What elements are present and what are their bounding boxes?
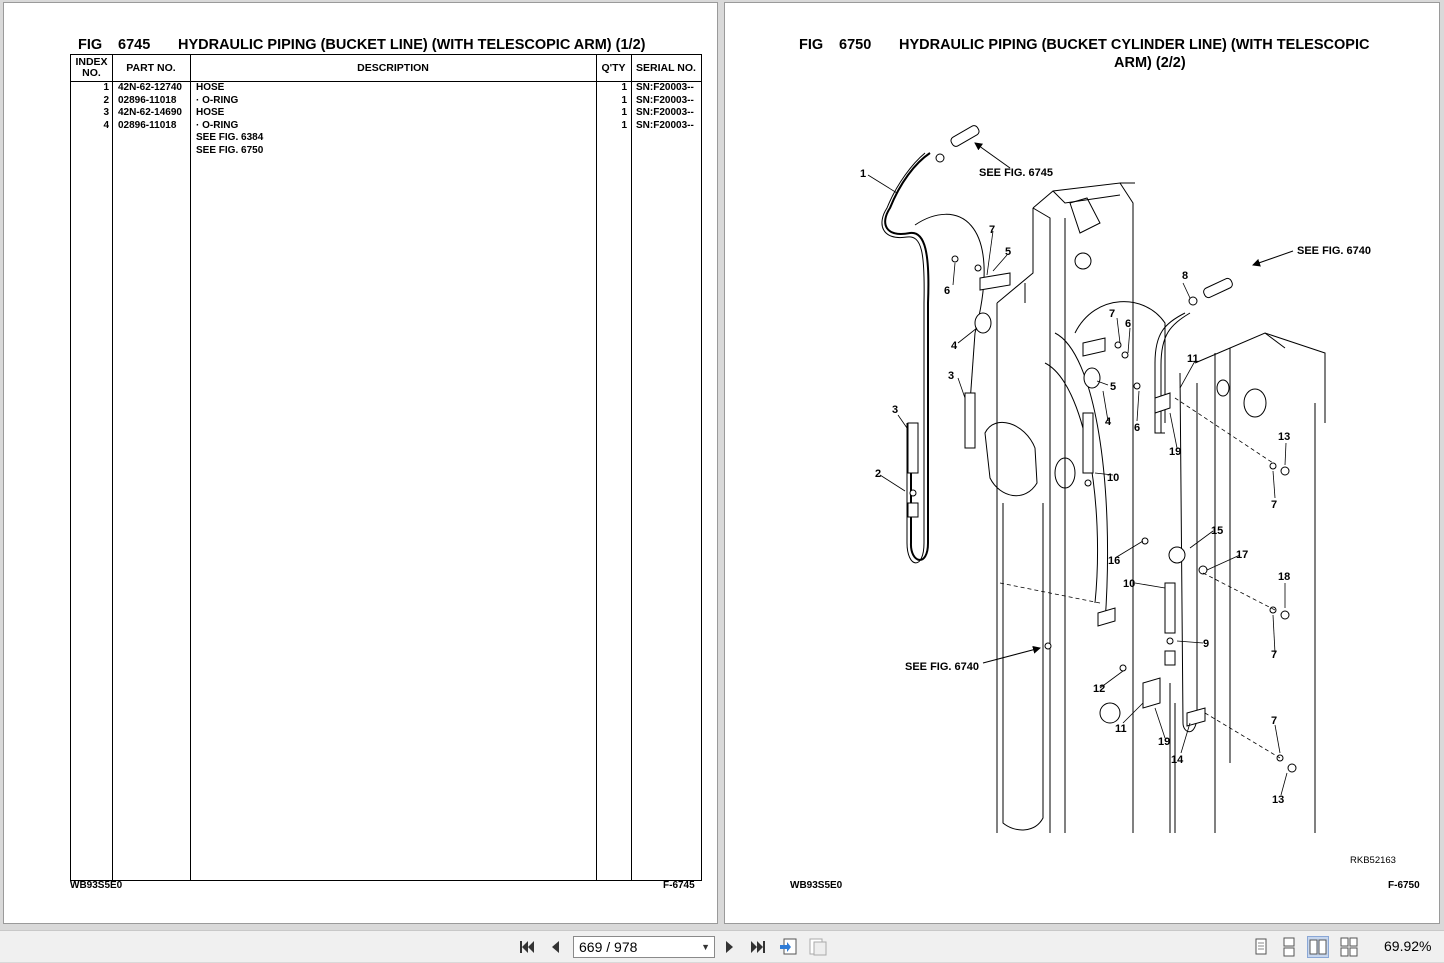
callout-2: 2	[875, 468, 881, 480]
first-page-icon[interactable]	[517, 937, 537, 957]
single-page-view-icon[interactable]	[1250, 936, 1272, 958]
callout-14: 14	[1171, 754, 1184, 766]
callout-5: 5	[1005, 246, 1011, 258]
callout-18: 18	[1278, 571, 1290, 583]
callout-11: 11	[1187, 353, 1199, 365]
header-qty: Q'TY	[601, 61, 626, 74]
drawing-code: RKB52163	[1350, 855, 1396, 866]
callout-8: 8	[1182, 270, 1188, 282]
fig-number: 6750	[839, 37, 872, 53]
callout-see-fig-6745: SEE FIG. 6745	[979, 167, 1053, 179]
fig-label: FIG	[799, 37, 824, 53]
right-page: FIG 6750 HYDRAULIC PIPING (BUCKET CYLINDER…	[724, 2, 1440, 924]
chevron-down-icon[interactable]: ▼	[701, 942, 710, 952]
right-footer-page: F-6750	[1388, 880, 1420, 891]
page-number-input[interactable]: 669 / 978 ▼	[573, 936, 715, 958]
callout-6: 6	[1134, 422, 1140, 434]
fig-title-line2: ARM) (2/2)	[1114, 55, 1186, 71]
header-part-no: PART NO.	[126, 61, 176, 74]
callout-10: 10	[1107, 472, 1119, 484]
left-footer-page: F-6745	[663, 880, 695, 891]
table-row: SEE FIG. 6750	[196, 145, 264, 156]
callout-4: 4	[951, 340, 958, 352]
callout-10: 10	[1123, 578, 1135, 590]
facing-view-icon[interactable]	[1307, 936, 1329, 958]
callout-12: 12	[1093, 683, 1105, 695]
callout-see-fig-6740-bottom: SEE FIG. 6740	[905, 661, 979, 673]
fig-label: FIG	[78, 37, 103, 53]
callout-4: 4	[1105, 416, 1112, 428]
previous-view-icon[interactable]	[779, 937, 799, 957]
callout-5: 5	[1110, 381, 1116, 393]
callout-7: 7	[1271, 715, 1277, 727]
callout-19: 19	[1169, 446, 1181, 458]
continuous-facing-view-icon[interactable]	[1338, 936, 1360, 958]
callout-16: 16	[1108, 555, 1120, 567]
callout-9: 9	[1203, 638, 1209, 650]
next-page-icon[interactable]	[720, 937, 740, 957]
callout-13: 13	[1272, 794, 1284, 806]
callout-7: 7	[1109, 308, 1115, 320]
prev-page-icon[interactable]	[545, 937, 565, 957]
callout-17: 17	[1236, 549, 1248, 561]
fig-title-line1: HYDRAULIC PIPING (BUCKET CYLINDER LINE) …	[899, 37, 1370, 53]
callout-7: 7	[1271, 649, 1277, 661]
left-page: FIG 6745 HYDRAULIC PIPING (BUCKET LINE) (W…	[3, 2, 718, 924]
next-view-icon[interactable]	[808, 937, 828, 957]
header-serial-no: SERIAL NO.	[636, 61, 696, 74]
callout-see-fig-6740-top: SEE FIG. 6740	[1297, 245, 1371, 257]
left-footer-code: WB93S5E0	[70, 880, 123, 891]
left-fig-title: FIG 6745 HYDRAULIC PIPING (BUCKET LINE) (W…	[78, 37, 645, 53]
zoom-level[interactable]: 69.92%	[1384, 938, 1432, 954]
fig-number: 6745	[118, 37, 151, 53]
callout-6: 6	[944, 285, 950, 297]
right-footer-code: WB93S5E0	[790, 880, 843, 891]
header-description: DESCRIPTION	[357, 61, 429, 74]
callout-6: 6	[1125, 318, 1131, 330]
exploded-parts-diagram: SEE FIG. 6745 SEE FIG. 6740 SEE FIG. 674…	[860, 125, 1371, 833]
callout-11: 11	[1115, 723, 1127, 735]
callout-13: 13	[1278, 431, 1290, 443]
continuous-view-icon[interactable]	[1278, 936, 1300, 958]
table-row: SEE FIG. 6384	[196, 132, 264, 144]
right-fig-title: FIG 6750 HYDRAULIC PIPING (BUCKET CYLINDER…	[799, 37, 1369, 53]
callout-3: 3	[892, 404, 898, 416]
callout-19: 19	[1158, 736, 1170, 748]
fig-title-text: HYDRAULIC PIPING (BUCKET LINE) (WITH TEL…	[178, 37, 646, 53]
viewer-toolbar: 669 / 978 ▼ 69.92%	[0, 930, 1444, 962]
callout-1: 1	[860, 168, 866, 180]
last-page-icon[interactable]	[748, 937, 768, 957]
callout-3: 3	[948, 370, 954, 382]
callout-7: 7	[1271, 499, 1277, 511]
callout-7: 7	[989, 224, 995, 236]
callout-15: 15	[1211, 525, 1223, 537]
